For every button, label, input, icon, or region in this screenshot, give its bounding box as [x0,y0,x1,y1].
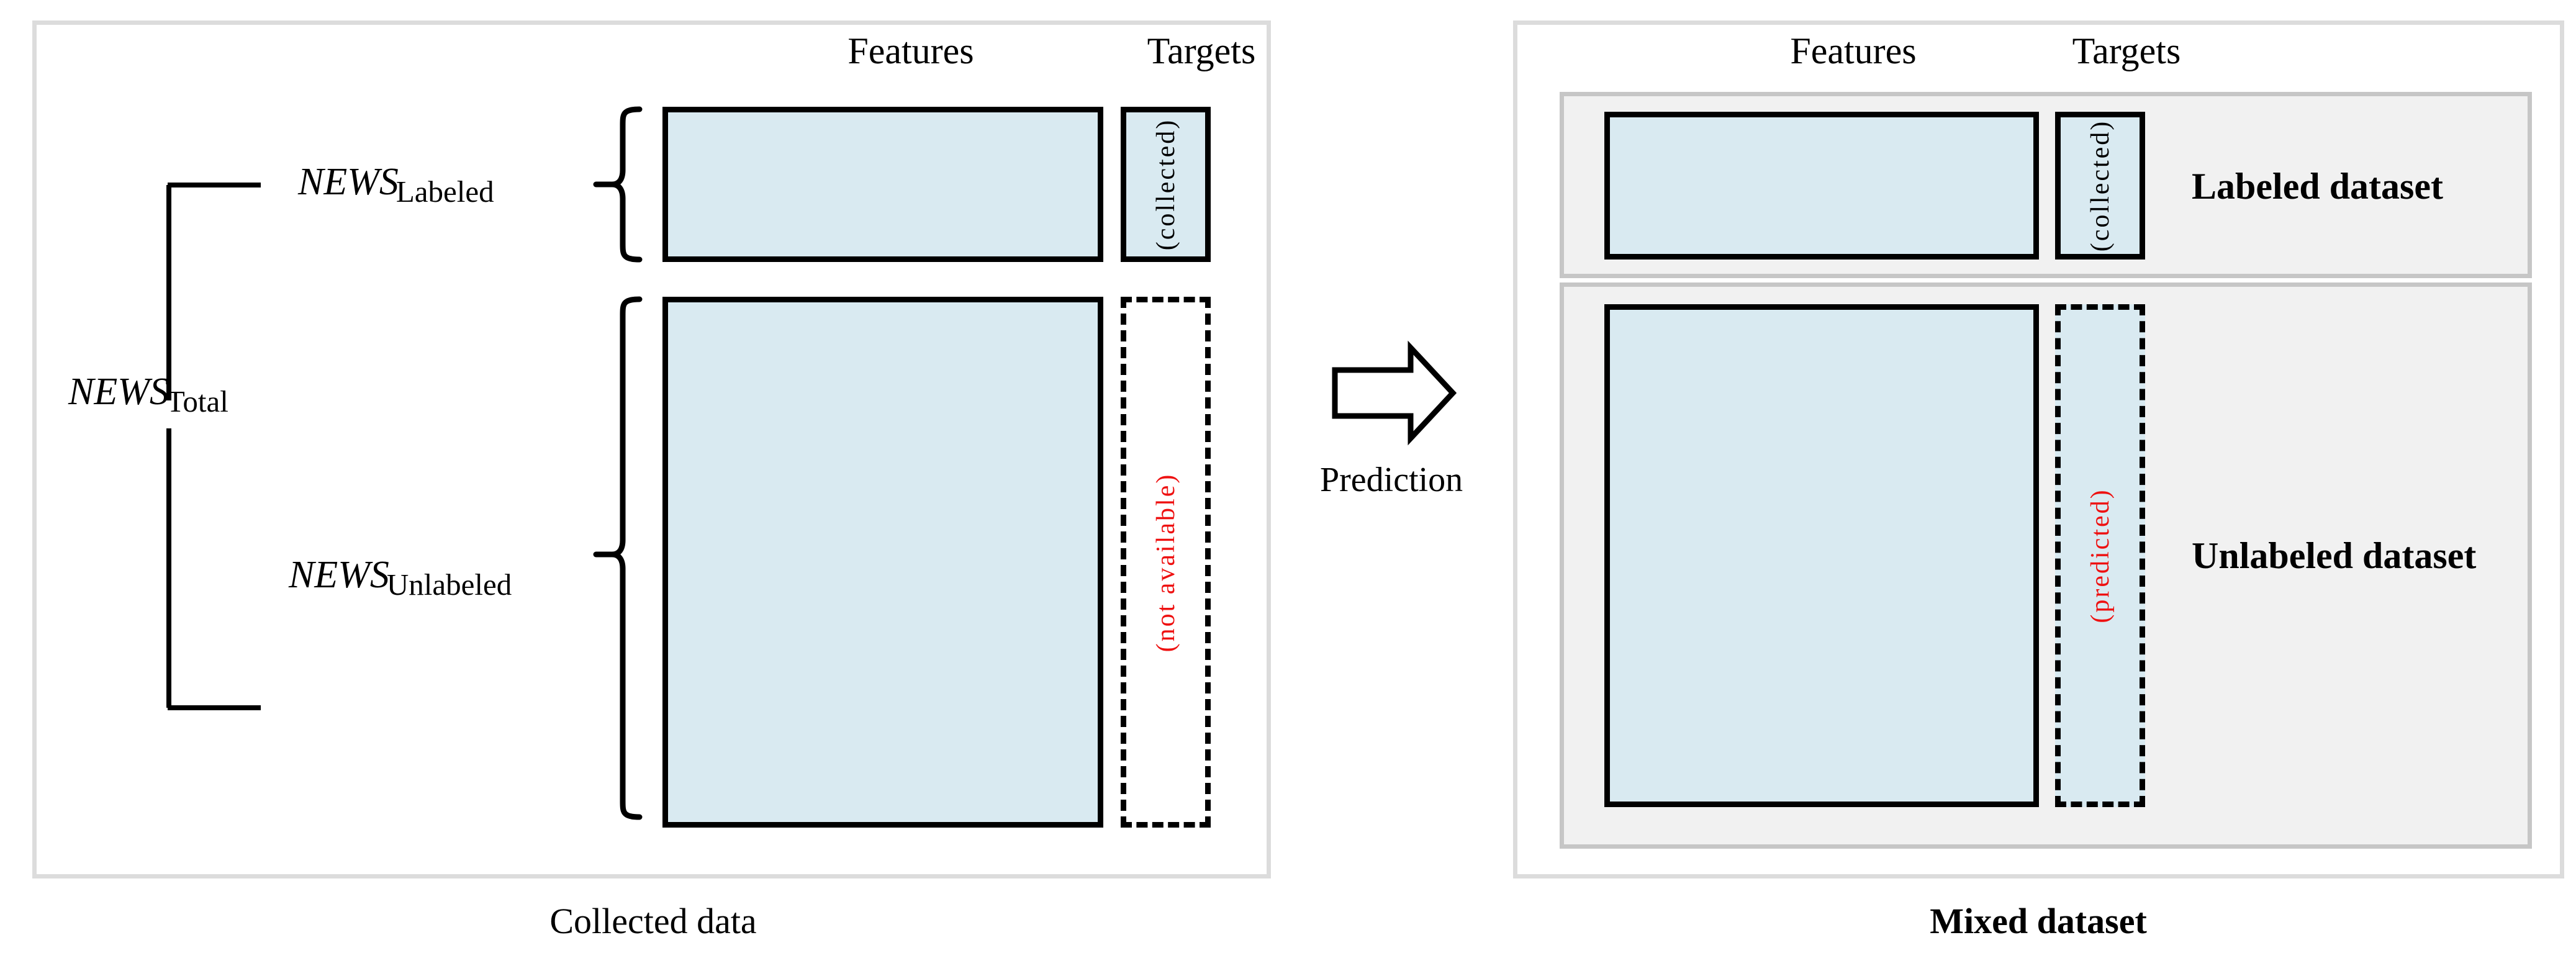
right-unlabeled-features-block [1604,304,2039,807]
right-labeled-features-block [1604,112,2039,260]
right-targets-header: Targets [2072,30,2181,71]
unlabeled-features-block [662,297,1103,828]
right-labeled-targets-block: (collected) [2055,112,2145,260]
left-panel-caption: Collected data [549,901,757,941]
right-panel-caption: Mixed dataset [1930,901,2147,941]
right-unlabeled-targets-annotation: (predicted) [2086,488,2115,623]
news-total-label: NEWSTotal [68,371,231,417]
right-block-arrow-icon [1332,340,1457,446]
unlabeled-dataset-label: Unlabeled dataset [2192,535,2477,576]
labeled-dataset-label: Labeled dataset [2192,166,2443,207]
news-total-subscript: Total [166,384,228,418]
unlabeled-targets-block: (not available) [1121,297,1211,828]
left-targets-header: Targets [1147,30,1256,71]
news-labeled-base: NEWS [298,161,399,203]
news-unlabeled-label: NEWSUnlabeled [289,554,514,600]
left-features-header: Features [847,30,974,71]
right-features-header: Features [1790,30,1917,71]
right-unlabeled-targets-block: (predicted) [2055,304,2145,807]
news-total-base: NEWS [68,371,169,413]
unlabeled-targets-annotation: (not available) [1151,472,1180,652]
news-unlabeled-base: NEWS [289,554,389,596]
news-labeled-subscript: Labeled [395,174,494,209]
right-labeled-targets-annotation: (collected) [2086,119,2115,252]
labeled-targets-annotation: (collected) [1151,118,1180,251]
labeled-targets-block: (collected) [1121,107,1211,262]
news-unlabeled-subscript: Unlabeled [386,567,512,602]
labeled-features-block [662,107,1103,262]
news-labeled-label: NEWSLabeled [298,161,497,207]
prediction-label: Prediction [1320,461,1463,499]
